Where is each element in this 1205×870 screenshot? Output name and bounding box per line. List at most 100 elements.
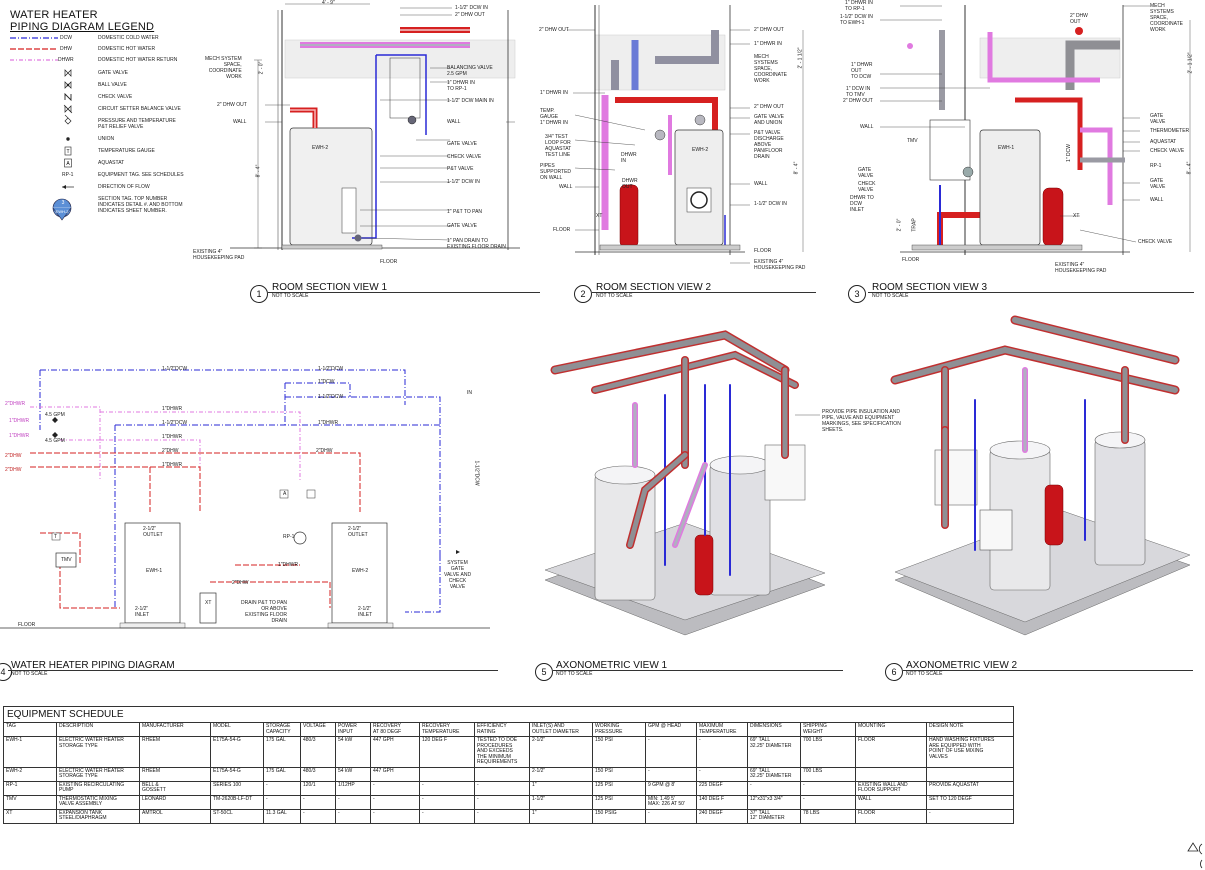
legend-label-check-valve: CHECK VALVE xyxy=(98,94,133,100)
v4-rp: RP-1 xyxy=(283,534,295,540)
v1-check: CHECK VALVE xyxy=(447,154,482,160)
v1-dim-side2: 8' - 4" xyxy=(255,164,262,178)
legend-symbols: T A xyxy=(10,37,74,221)
schedule-cell: TMV xyxy=(3,794,57,810)
legend-title-line2: PIPING DIAGRAM LEGEND xyxy=(10,21,155,33)
schedule-cell: 2-1/2" xyxy=(529,736,593,768)
v4-t: T xyxy=(54,534,58,540)
ewh-2-tank xyxy=(289,127,373,246)
schedule-cell: 240 DEGF xyxy=(696,808,748,824)
ewh-2-tank xyxy=(1094,439,1146,566)
schedule-cell: 11.3 GAL xyxy=(263,808,301,824)
v2-temp: TEMP. GAUGE 1" DHWR IN xyxy=(540,108,568,126)
schedule-cell: FLOOR xyxy=(855,736,927,768)
v4-system: SYSTEM GATE VALVE AND CHECK VALVE xyxy=(444,560,472,590)
v4-subtitle: NOT TO SCALE xyxy=(11,671,48,677)
v3-dhw-out: 2" DHW OUT xyxy=(843,98,873,104)
expansion-tank-xt xyxy=(694,534,714,596)
v4-dhwr-1b: 1"DHWR xyxy=(162,406,183,412)
v3-dcw-tmv: 1" DCW IN TO TMV xyxy=(846,86,871,98)
v4-in: IN xyxy=(467,390,472,396)
v3-mech: MECH SYSTEMS SPACE, COORDINATE WORK xyxy=(1150,3,1183,33)
v4-drain: DRAIN P&T TO PAN OR ABOVE EXISTING FLOOR… xyxy=(241,600,288,624)
schedule-cell: - xyxy=(370,780,420,796)
v3-gate-right: GATE VALVE xyxy=(1150,113,1166,125)
v4-in-2dhwr: 2"DHWR xyxy=(5,401,26,407)
v1-dhw-out2: 2" DHW OUT xyxy=(217,102,247,108)
v4-dcw-15b: 1-1/2"DCW xyxy=(162,420,188,426)
union-icon xyxy=(66,137,70,141)
schedule-header-cell: RECOVERY TEMPERATURE xyxy=(419,722,475,737)
legend-label-dhw: DOMESTIC HOT WATER xyxy=(98,46,156,52)
gate-valve-icon xyxy=(64,69,72,77)
schedule-header-cell: MAXIMUM TEMPERATURE xyxy=(696,722,748,737)
schedule-header-cell: DESIGN NOTE xyxy=(926,722,1014,737)
v1-dim-top: 4' - 9" xyxy=(322,0,335,6)
v5-title-rule xyxy=(553,670,843,671)
v4-outlet1: 2-1/2" OUTLET xyxy=(143,526,163,538)
schedule-header-cell: TAG xyxy=(3,722,57,737)
schedule-cell: PROVIDE AQUASTAT xyxy=(926,780,1014,796)
v3-dhw-out-top: 2" DHW OUT xyxy=(1070,13,1088,25)
schedule-cell: - xyxy=(696,766,748,782)
schedule-cell: 700 LBS xyxy=(800,736,856,768)
axo-note: PROVIDE PIPE INSULATION AND PIPE, VALVE … xyxy=(822,409,901,433)
legend-label-dhwr: DOMESTIC HOT WATER RETURN xyxy=(98,57,178,63)
v2-dhwr-in-right: 1" DHWR IN xyxy=(754,41,782,47)
v4-title-rule xyxy=(8,670,498,671)
schedule-cell: 37" TALL 12" DIAMETER xyxy=(747,808,801,824)
schedule-title: EQUIPMENT SCHEDULE xyxy=(3,706,1014,722)
aquastat-icon: A xyxy=(64,158,72,168)
v2-mech: MECH SYSTEMS SPACE, COORDINATE WORK xyxy=(754,54,787,84)
v1-floor: FLOOR xyxy=(380,259,398,265)
v4-dhw-2c: 2"DHW xyxy=(232,580,249,586)
v1-number-tag: 1 xyxy=(250,285,268,303)
v2-title: ROOM SECTION VIEW 2 xyxy=(596,282,712,293)
schedule-cell: 1" xyxy=(529,808,593,824)
axonometric-view-1-drawing xyxy=(544,330,826,636)
schedule-cell: TESTED TO DOE PROCEDURES AND EXCEEDS THE… xyxy=(474,736,530,768)
schedule-cell: THERMOSTATIC MIXING VALVE ASSEMBLY xyxy=(56,794,140,810)
schedule-cell: MIN: 1.49 5' MAX: 226 AT 50' xyxy=(645,794,697,810)
schedule-header-cell: MODEL xyxy=(210,722,264,737)
schedule-cell: 9 GPM @ 8' xyxy=(645,780,697,796)
schedule-cell: 12"x31"x3 3/4" xyxy=(747,794,801,810)
axonometric-view-2-drawing xyxy=(890,315,1191,636)
schedule-cell: 78 LBS xyxy=(800,808,856,824)
v2-dhwr-out: DHWR OUT xyxy=(622,178,638,190)
v4-ewh1: EWH-1 xyxy=(146,568,163,574)
v3-thermometer: THERMOMETER xyxy=(1150,128,1190,134)
v4-floor: FLOOR xyxy=(18,622,36,628)
schedule-cell: BELL & GOSSETT xyxy=(139,780,211,796)
schedule-header-cell: RECOVERY AT 80 DEGF xyxy=(370,722,420,737)
v4-dhw-2b: 2"DHW xyxy=(316,448,333,454)
schedule-cell: - xyxy=(335,808,371,824)
schedule-cell: 150 PSI xyxy=(592,766,646,782)
v2-pad: EXISTING 4" HOUSEKEEPING PAD xyxy=(754,259,806,271)
v1-wall-right: WALL xyxy=(447,119,461,125)
v1-gate: GATE VALVE xyxy=(447,141,478,147)
section-tag-top: 3 xyxy=(61,200,65,206)
v6-subtitle: NOT TO SCALE xyxy=(906,671,943,677)
section-tag-icon xyxy=(52,198,72,221)
section-tag-bottom: EWH-2 xyxy=(55,209,69,214)
schedule-cell: 1/12HP xyxy=(335,780,371,796)
v1-gate2: GATE VALVE xyxy=(447,223,478,229)
schedule-cell: - xyxy=(696,736,748,768)
room-section-view-3-drawing xyxy=(880,5,1191,255)
schedule-header-cell: INLET(S) AND OUTLET DIAMETER xyxy=(529,722,593,737)
legend: WATER HEATER PIPING DIAGRAM LEGEND T A 3… xyxy=(0,0,220,225)
schedule-cell: 140 DEG F xyxy=(696,794,748,810)
schedule-cell: - xyxy=(926,808,1014,824)
schedule-cell: RHEEM xyxy=(139,736,211,768)
v3-dim-side2: 8' - 4" xyxy=(1186,161,1193,175)
schedule-cell: - xyxy=(419,794,475,810)
legend-label-aquastat: AQUASTAT xyxy=(98,160,125,166)
v4-dcw-top: 1-1/2"DCW xyxy=(162,366,188,372)
v2-xt: XT xyxy=(596,213,603,219)
v2-subtitle: NOT TO SCALE xyxy=(596,293,633,299)
v3-floor: FLOOR xyxy=(902,257,920,263)
v4-gpm2: 4.5 GPM xyxy=(45,438,65,444)
schedule-cell: SET TO 120 DEGF xyxy=(926,794,1014,810)
